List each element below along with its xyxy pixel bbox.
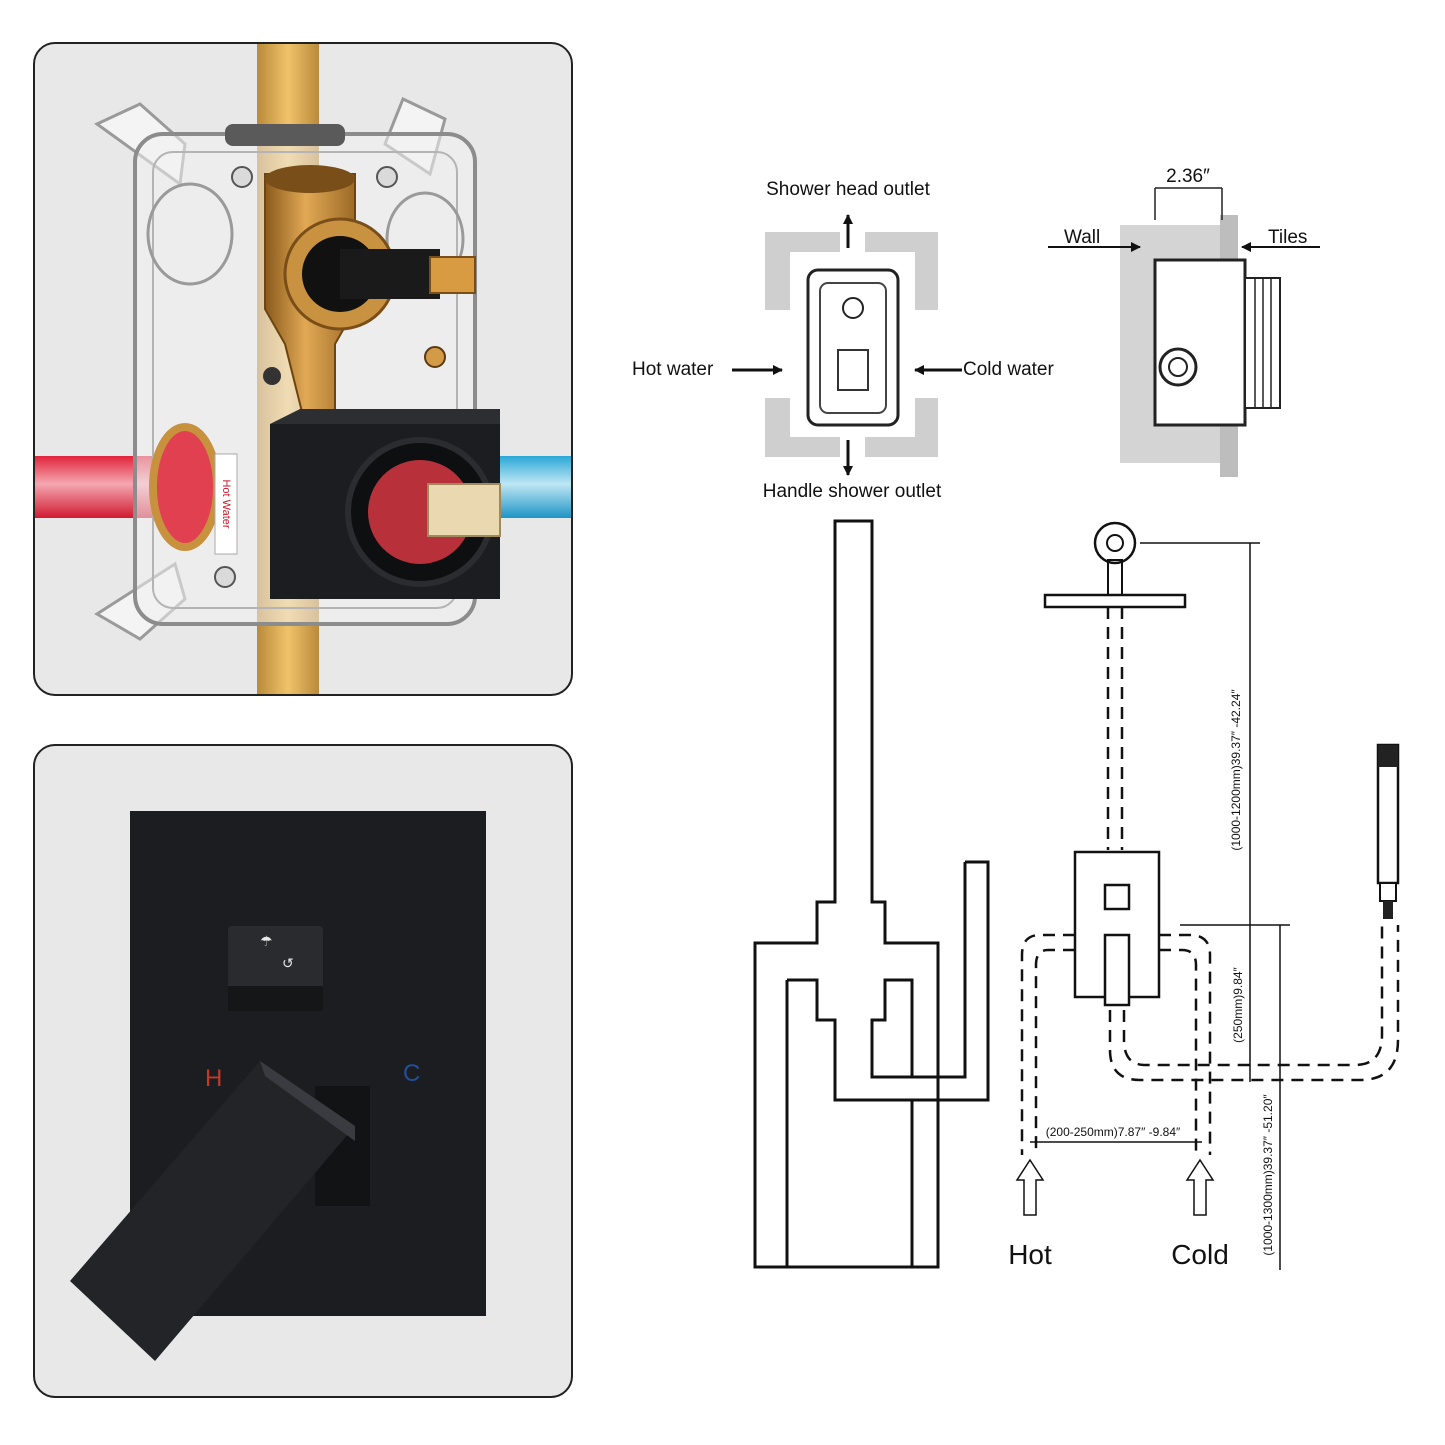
hand-shower-icon: ↺ (282, 955, 294, 971)
diverter-knob[interactable]: ☂ ↺ (228, 926, 323, 1011)
label-depth: 2.36″ (1166, 166, 1210, 187)
mixer-lever[interactable] (70, 1061, 370, 1361)
shower-head-icon: ☂ (260, 933, 273, 949)
valve-photo-panel: Hot Water (33, 42, 573, 696)
label-valve-offset: (250mm)9.84″ (1231, 966, 1245, 1042)
label-cold: Cold (1171, 1239, 1229, 1270)
lever-outline-diagram (753, 519, 990, 1269)
hot-mark: H (205, 1065, 222, 1092)
front-view-diagram: Shower head outlet Handle shower outlet … (632, 179, 1054, 502)
diverter-stem (283, 217, 476, 331)
label-hot-water: Hot water (632, 359, 714, 380)
label-wall: Wall (1064, 227, 1100, 248)
installation-schematic: (1000-1200mm)39.37″ -42.24″ (250mm)9.84″… (1008, 521, 1400, 1270)
label-total-height: (1000-1300mm)39.37″ -51.20″ (1261, 1094, 1275, 1256)
hot-inlet-arrow (1015, 1158, 1045, 1216)
trim-illustration: ☂ ↺ H C (70, 811, 486, 1361)
cold-inlet-arrow (1185, 1158, 1215, 1216)
label-cold-water: Cold water (963, 359, 1054, 380)
label-handle-shower-outlet: Handle shower outlet (763, 481, 942, 502)
hot-water-tag (214, 453, 238, 555)
label-shower-head-outlet: Shower head outlet (766, 179, 930, 200)
hot-water-tag-text: Hot Water (220, 479, 232, 528)
cartridge-housing (270, 409, 501, 599)
label-spacing: (200-250mm)7.87″ -9.84″ (1046, 1125, 1181, 1139)
hot-inlet-ring (149, 423, 221, 551)
label-head-height: (1000-1200mm)39.37″ -42.24″ (1229, 689, 1243, 851)
technical-drawings: Shower head outlet Handle shower outlet … (632, 166, 1400, 1270)
valve-illustration: Hot Water (35, 44, 571, 694)
label-hot: Hot (1008, 1239, 1052, 1270)
side-view-diagram: 2.36″ Wall Tiles (1048, 166, 1320, 477)
trim-photo-panel: ☂ ↺ H C (33, 744, 573, 1398)
label-tiles: Tiles (1268, 227, 1307, 248)
cold-mark: C (403, 1060, 420, 1087)
